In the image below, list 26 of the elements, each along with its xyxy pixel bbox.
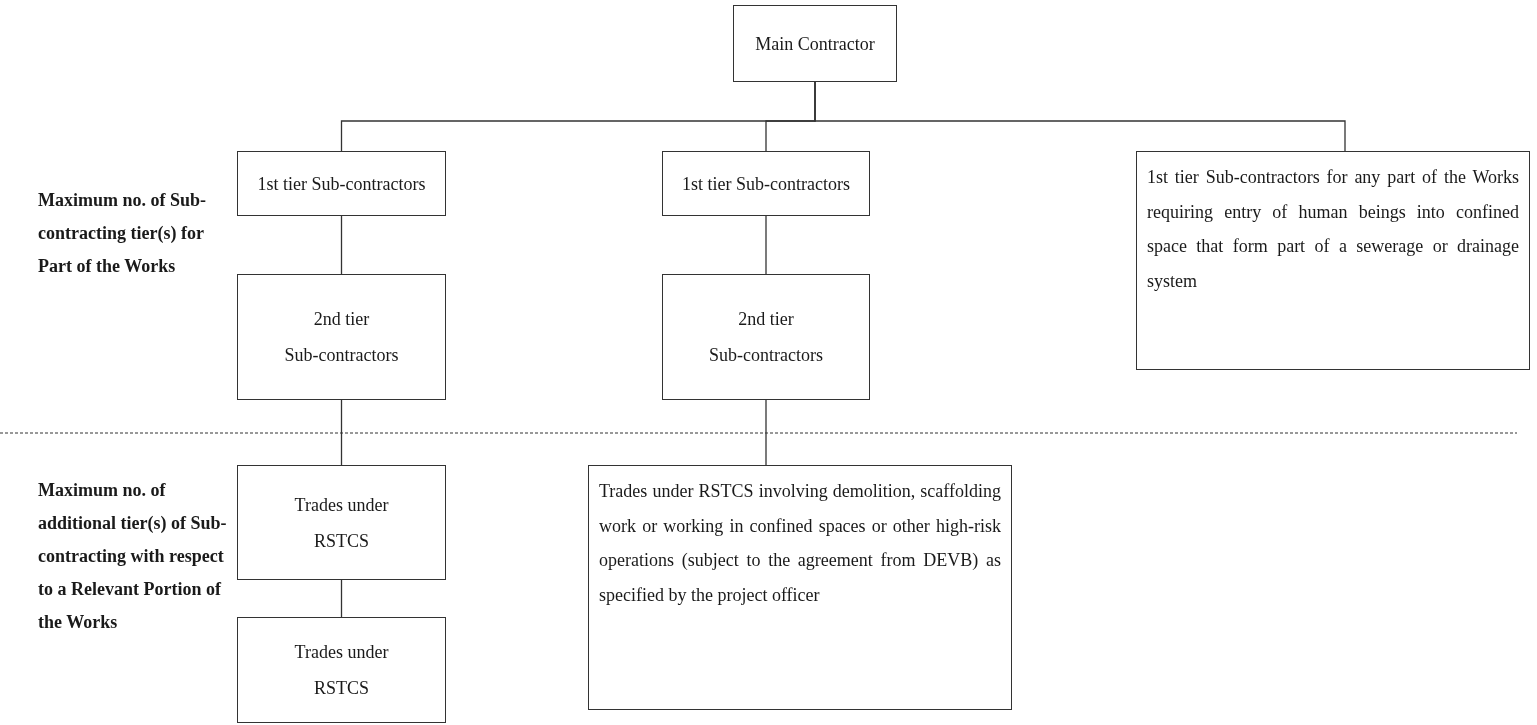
box-text: Trades under RSTCS [293, 493, 390, 553]
process-box [662, 274, 870, 400]
box-text: Trades under RSTCS [293, 641, 390, 700]
process-box [662, 151, 870, 216]
connector-line [340, 399, 343, 466]
process-box [237, 274, 446, 400]
tier-limit-label: Maximum no. of Sub-contracting tier(s) for Part of the Works [38, 189, 208, 278]
box-text: 1st tier Sub-contractors for any part of the Works requiring entry of human beings into confined space that form part of a sewerage or drainage system [1147, 166, 1519, 293]
box-text: 1st tier Sub-contractors [256, 172, 427, 196]
connector-line [340, 579, 343, 618]
connector-line [765, 215, 767, 275]
process-box [237, 617, 446, 723]
box-text: 2nd tier Sub-contractors [708, 308, 824, 367]
box-text: Main Contractor [754, 32, 876, 56]
connector-line [814, 81, 1346, 152]
connector-line [765, 399, 767, 466]
box-text: Trades under RSTCS involving demolition, scaffolding work or working in confined spaces or other high-risk operations (subject to the agreement from DEVB) as specified by the project officer [599, 480, 1001, 607]
connector-line [340, 215, 343, 275]
tier-limit-label: Maximum no. of additional tier(s) of Sub-contracting with respect to a Relevant Portion of the Works [38, 479, 228, 634]
process-box [588, 465, 1012, 710]
process-box [237, 465, 446, 580]
box-text: 2nd tier Sub-contractors [283, 308, 400, 367]
process-box [237, 151, 446, 216]
process-box [1136, 151, 1530, 370]
box-text: 1st tier Sub-contractors [681, 172, 851, 196]
process-box [733, 5, 897, 82]
